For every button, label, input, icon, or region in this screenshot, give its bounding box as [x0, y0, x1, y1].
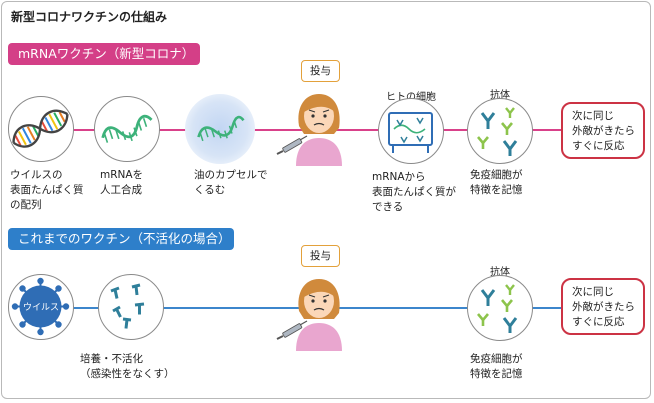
mrna-inject-tag: 投与 [301, 60, 340, 82]
step-mrna-synthesis-caption: mRNAを 人工合成 [100, 169, 144, 196]
mrna-immune-memory-caption: 免疫細胞が 特徴を記憶 [470, 169, 523, 196]
mrna-section-label: mRNAワクチン（新型コロナ） [8, 43, 200, 65]
human-cell-circle [378, 98, 444, 164]
syringe-icon-2 [276, 320, 308, 340]
mrna-flow-line [17, 129, 572, 131]
inactivated-section-label: これまでのワクチン（不活化の場合） [8, 228, 234, 250]
culture-inactivation-caption: 培養・不活化 （感染性をなくす） [80, 353, 175, 380]
person-receiving-shot-icon [276, 94, 342, 166]
virus-icon [11, 277, 70, 336]
mrna-result-box: 次に同じ 外敵がきたら すぐに反応 [561, 102, 645, 159]
virus-label: ウイルス [22, 303, 59, 313]
inactivated-antibody-label: 抗体 [490, 267, 510, 278]
person-receiving-shot-icon-2 [276, 279, 342, 351]
antibody-icon-2 [477, 284, 518, 333]
dna-helix-icon [12, 109, 69, 148]
encapsulated-mrna-icon [197, 115, 245, 142]
step-encapsulation-caption: 油のカプセルで くるむ [194, 169, 268, 196]
inactivated-antigen-circle [98, 274, 164, 340]
inactivated-inject-tag: 投与 [301, 245, 340, 267]
inactivated-immune-memory-caption: 免疫細胞が 特徴を記憶 [470, 353, 523, 380]
step-viral-sequence-caption: ウイルスの 表面たんぱく質 の配列 [10, 169, 84, 211]
mrna-antibody-label: 抗体 [490, 90, 510, 101]
inactivated-result-box: 次に同じ 外敵がきたら すぐに反応 [561, 278, 645, 335]
antibody-icon [477, 107, 518, 156]
cell-protein-production-icon [388, 112, 433, 153]
human-cell-label: ヒトの細胞 [377, 88, 445, 103]
dna-circle [8, 96, 74, 162]
mrna-circle [94, 96, 160, 162]
virus-circle [8, 274, 74, 340]
inactivated-antibody-circle [467, 275, 533, 341]
cell-protein-caption: mRNAから 表面たんぱく質が できる [372, 171, 456, 213]
syringe-icon [276, 135, 308, 155]
inactivated-flow-line [17, 307, 572, 309]
mrna-antibody-circle [467, 98, 533, 164]
inactivated-fragments-icon [110, 283, 145, 329]
lipid-capsule [185, 94, 255, 164]
mrna-strand-icon [101, 114, 153, 143]
diagram-title: 新型コロナワクチンの仕組み [11, 10, 168, 24]
